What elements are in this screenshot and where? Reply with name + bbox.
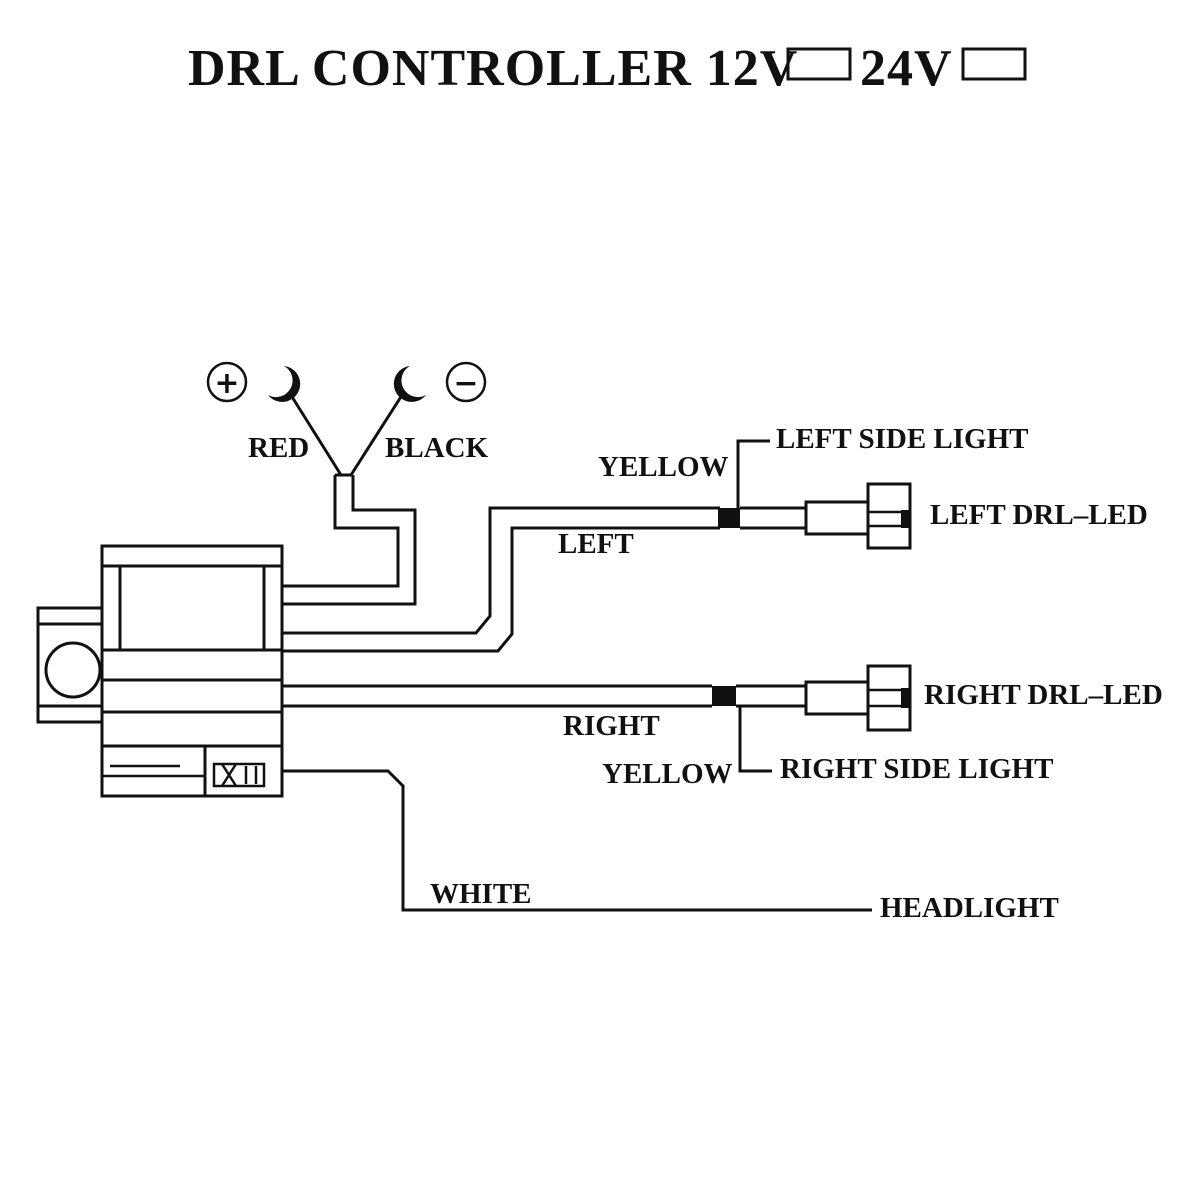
plus-circle-icon: +	[206, 361, 248, 403]
diagram-title-24v: 24V	[860, 40, 953, 97]
white-wire	[283, 769, 872, 912]
checkbox-12v	[786, 47, 852, 81]
svg-text:+: +	[214, 366, 239, 401]
left-drl-led-label: LEFT DRL–LED	[930, 499, 1148, 531]
right-yellow-label: YELLOW	[602, 758, 733, 790]
white-wire-label: WHITE	[430, 878, 532, 910]
right-drl-led-label: RIGHT DRL–LED	[924, 679, 1163, 711]
ring-terminal-icon	[268, 366, 301, 402]
power-cable	[283, 475, 400, 588]
left-splice	[718, 508, 740, 528]
right-side-light-tap	[738, 706, 772, 773]
svg-text:−: −	[453, 366, 478, 401]
left-yellow-label: YELLOW	[598, 451, 729, 483]
black-wire	[349, 391, 406, 476]
headlight-label: HEADLIGHT	[880, 892, 1059, 924]
right-cable	[283, 684, 712, 708]
diagram-title: DRL CONTROLLER 12V	[188, 40, 798, 97]
red-wire	[287, 391, 343, 476]
minus-circle-icon: −	[445, 361, 487, 403]
left-side-light-tap	[736, 439, 770, 508]
right-splice	[712, 686, 736, 706]
red-wire-label: RED	[248, 432, 309, 464]
right-side-light-label: RIGHT SIDE LIGHT	[780, 753, 1053, 785]
black-wire-label: BLACK	[385, 432, 489, 464]
checkbox-24v	[961, 47, 1027, 81]
connector-plug-icon	[804, 664, 912, 732]
right-wire-label: RIGHT	[563, 710, 660, 742]
connector-plug-icon	[804, 482, 912, 550]
left-side-light-label: LEFT SIDE LIGHT	[776, 423, 1029, 455]
left-cable	[283, 506, 720, 635]
controller-box-icon	[36, 544, 284, 798]
left-wire-label: LEFT	[558, 528, 634, 560]
ring-terminal-icon	[393, 366, 426, 402]
